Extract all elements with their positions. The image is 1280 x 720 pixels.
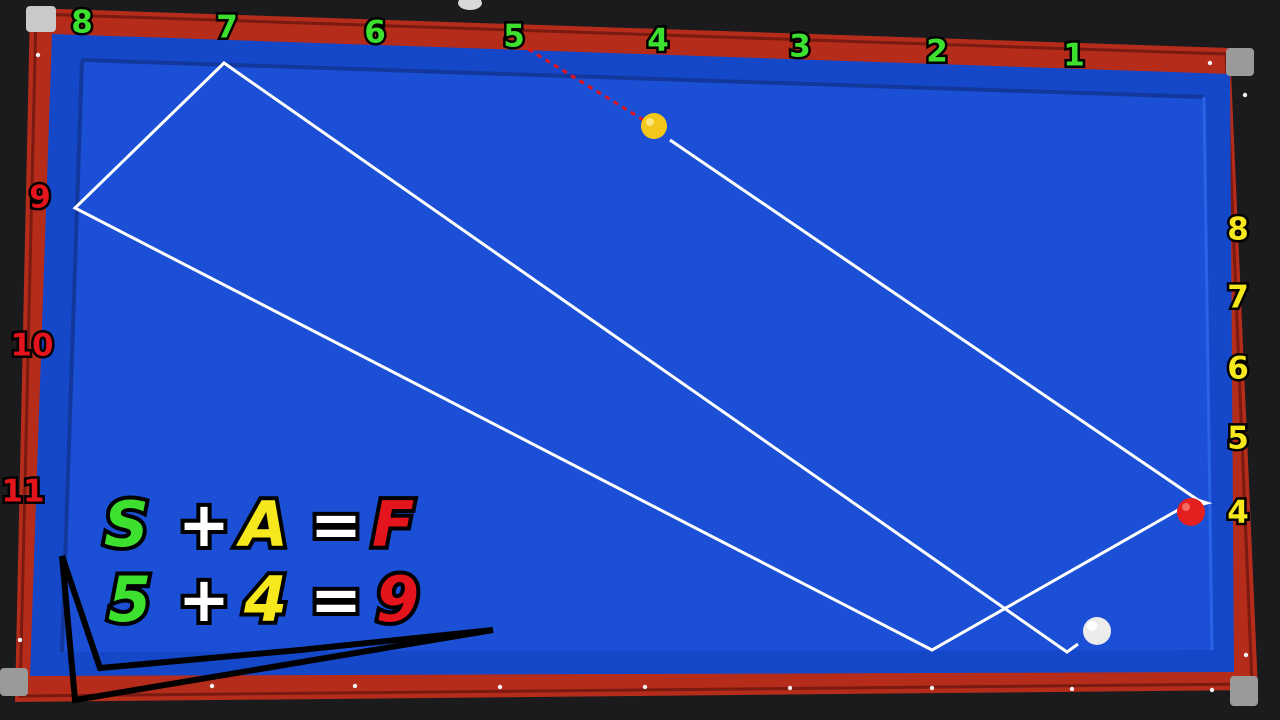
formula-finish-value: 9: [372, 563, 423, 636]
rail-diamonds: [17, 52, 1249, 693]
formula-plus-symbol: +: [174, 563, 234, 636]
top-rail-label: 2: [924, 33, 950, 70]
top-rail-label: 7: [214, 9, 240, 46]
top-rail-label: 3: [787, 28, 813, 65]
top-pocket-marker: [458, 0, 482, 10]
table-cloth: [62, 60, 1212, 652]
top-rail-label: 8: [69, 4, 95, 41]
top-rail-label: 6: [362, 14, 388, 51]
ball-path: [72, 61, 1213, 654]
left-rail-label: 11: [0, 473, 47, 510]
right-rail-label: 7: [1225, 279, 1251, 316]
formula-plus-symbol: +: [174, 488, 234, 561]
left-rail-label: 10: [8, 327, 56, 364]
top-rail-label: 4: [645, 22, 671, 59]
corner-plate-bottom-left: [0, 668, 28, 696]
formula-equals-symbol: =: [306, 563, 366, 636]
corner-plate-bottom-right: [1230, 676, 1258, 706]
formula-finish-symbol: F: [368, 488, 418, 561]
right-rail-label: 4: [1225, 494, 1251, 531]
formula-aim-symbol: A: [236, 488, 292, 561]
formula-aim-value: 4: [240, 563, 291, 636]
angle-mark-inner: [59, 555, 494, 672]
right-rail-label: 8: [1225, 211, 1251, 248]
top-rail-label: 5: [501, 18, 527, 55]
yellow-ball: [641, 113, 667, 139]
corner-plate-top-right: [1226, 48, 1254, 76]
angle-mark-outer: [59, 555, 494, 704]
formula-equals-symbol: =: [306, 488, 366, 561]
formula-start-symbol: S: [100, 488, 153, 561]
right-rail-label: 6: [1225, 350, 1251, 387]
corner-plate-top-left: [26, 6, 56, 32]
formula-start-value: 5: [104, 563, 155, 636]
top-rail-label: 1: [1061, 37, 1087, 74]
red-ball: [1177, 498, 1205, 526]
cue-ball: [1083, 617, 1111, 645]
left-rail-label: 9: [27, 179, 53, 216]
right-rail-label: 5: [1225, 420, 1251, 457]
